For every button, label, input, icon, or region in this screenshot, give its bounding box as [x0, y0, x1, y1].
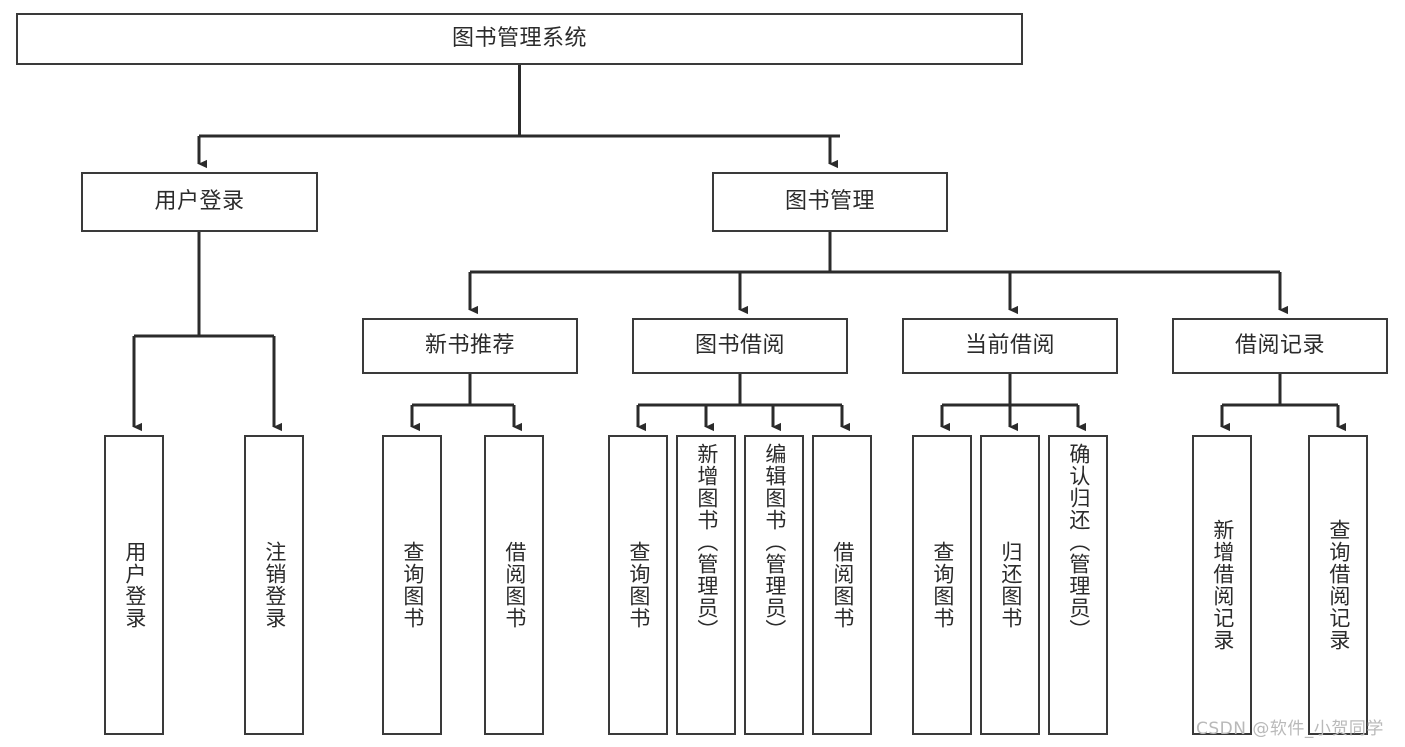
leaf-book-borrow-edit-book-admin[interactable]: 编辑图书（管理员）: [744, 435, 804, 735]
node-label: 查询图书: [626, 541, 651, 629]
leaf-new-book-query-book[interactable]: 查询图书: [382, 435, 442, 735]
node-label: 查询图书: [930, 541, 955, 629]
node-label: 归还图书: [998, 541, 1023, 629]
node-label: 编辑图书（管理员）: [762, 443, 787, 641]
node-label: 图书借阅: [694, 332, 785, 358]
node-label: 图书管理: [784, 188, 875, 214]
node-user-login[interactable]: 用户登录: [81, 172, 318, 232]
node-label: 确认归还（管理员）: [1066, 443, 1091, 641]
leaf-book-borrow-query-book[interactable]: 查询图书: [608, 435, 668, 735]
node-label: 注销登录: [262, 541, 287, 629]
node-label: 新增借阅记录: [1210, 519, 1235, 651]
node-label: 借阅记录: [1234, 332, 1325, 358]
node-label: 查询图书: [400, 541, 425, 629]
node-new-book-recommend[interactable]: 新书推荐: [362, 318, 578, 374]
node-root-book-management-system[interactable]: 图书管理系统: [16, 13, 1023, 65]
leaf-current-borrow-query-book[interactable]: 查询图书: [912, 435, 972, 735]
node-borrow-record[interactable]: 借阅记录: [1172, 318, 1388, 374]
leaf-user-login-logout[interactable]: 注销登录: [244, 435, 304, 735]
node-label: 借阅图书: [502, 541, 527, 629]
leaf-borrow-record-query-record[interactable]: 查询借阅记录: [1308, 435, 1368, 735]
node-label: 当前借阅: [964, 332, 1055, 358]
leaf-borrow-record-add-record[interactable]: 新增借阅记录: [1192, 435, 1252, 735]
leaf-user-login-do-login[interactable]: 用户登录: [104, 435, 164, 735]
node-label: 查询借阅记录: [1326, 519, 1351, 651]
node-book-management[interactable]: 图书管理: [712, 172, 948, 232]
leaf-new-book-borrow-book[interactable]: 借阅图书: [484, 435, 544, 735]
leaf-book-borrow-borrow-book[interactable]: 借阅图书: [812, 435, 872, 735]
node-book-borrow[interactable]: 图书借阅: [632, 318, 848, 374]
node-current-borrow[interactable]: 当前借阅: [902, 318, 1118, 374]
node-label: 用户登录: [122, 541, 147, 629]
leaf-current-borrow-return-book[interactable]: 归还图书: [980, 435, 1040, 735]
node-label: 用户登录: [154, 188, 245, 214]
node-label: 新书推荐: [424, 332, 515, 358]
node-label: 新增图书（管理员）: [694, 443, 719, 641]
node-label: 图书管理系统: [451, 25, 587, 51]
node-label: 借阅图书: [830, 541, 855, 629]
leaf-book-borrow-add-book-admin[interactable]: 新增图书（管理员）: [676, 435, 736, 735]
leaf-current-borrow-confirm-return-admin[interactable]: 确认归还（管理员）: [1048, 435, 1108, 735]
